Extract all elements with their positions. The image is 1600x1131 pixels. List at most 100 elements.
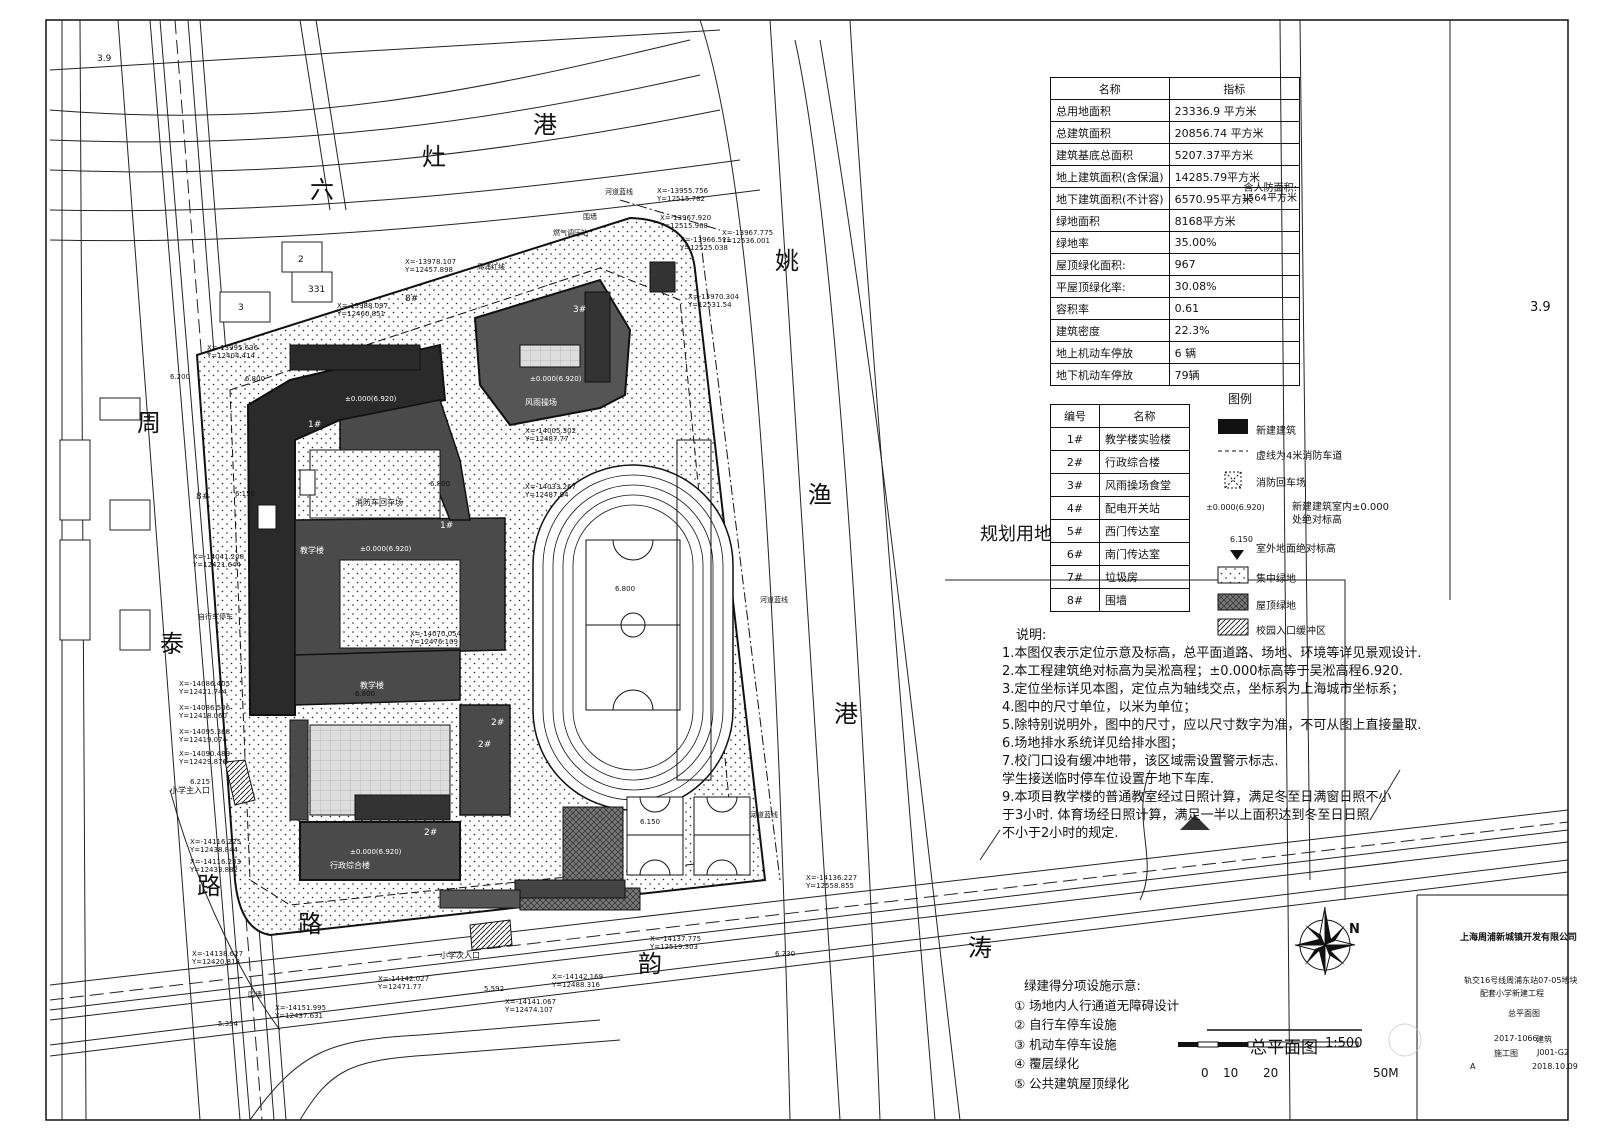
building-1-label-2: 1# bbox=[308, 420, 322, 430]
table-row: 4#配电开关站 bbox=[1050, 496, 1190, 520]
civil-defense-note: 含人防面积:1564平方米 bbox=[1242, 184, 1297, 204]
svg-text:2: 2 bbox=[298, 255, 304, 265]
civil-defense-note-line: 1564平方米 bbox=[1241, 193, 1297, 204]
table-cell: 967 bbox=[1168, 253, 1301, 276]
table-cell: 22.3% bbox=[1168, 319, 1301, 342]
table-cell: 教学楼实验楼 bbox=[1099, 427, 1190, 451]
table-row: 屋顶绿化面积:967 bbox=[1050, 253, 1301, 276]
table-cell: 建筑密度 bbox=[1050, 319, 1170, 342]
table-row: 平屋顶绿化率:30.08% bbox=[1050, 275, 1301, 298]
table-cell: 配电开关站 bbox=[1099, 496, 1190, 520]
table-cell: 6 辆 bbox=[1168, 341, 1301, 364]
road-label-zhoutai-3: 路 bbox=[197, 872, 221, 900]
title-block-discipline: 建筑 bbox=[1536, 1035, 1552, 1044]
entry-buffer-south bbox=[469, 919, 513, 951]
sheet-frame bbox=[45, 19, 1569, 1121]
table-cell-value: 6570.95平方米 bbox=[1174, 192, 1254, 206]
table-cell: 0.61 bbox=[1168, 297, 1301, 320]
civil-defense-note-line: 含人防面积: bbox=[1243, 183, 1297, 194]
title-block-project-1: 轨交16号线周浦东站07-05地块 bbox=[1464, 976, 1578, 985]
building-list-table: 编号名称 1#教学楼实验楼 2#行政综合楼 3#风雨操场食堂 4#配电开关站 5… bbox=[1050, 404, 1190, 612]
road-red-line-label: 周浦红线 bbox=[477, 263, 505, 271]
svg-text:331: 331 bbox=[308, 285, 325, 295]
level-mark-4: ±0.000(6.920) bbox=[350, 848, 402, 856]
wall-label-8b: 8# bbox=[196, 492, 210, 502]
road-label-zhoutai-1: 周 bbox=[137, 409, 161, 437]
note-line: 不小于2小时的规定. bbox=[1002, 826, 1119, 841]
coordinate-label: X=-14137.775 Y=12519.303 bbox=[650, 935, 702, 951]
table-cell: 总用地面积 bbox=[1050, 99, 1170, 122]
table-row: 2#行政综合楼 bbox=[1050, 450, 1190, 474]
legend-symbols bbox=[1217, 419, 1249, 636]
ground-level: 6.800 bbox=[615, 585, 636, 593]
table-cell: 围墙 bbox=[1099, 588, 1190, 612]
note-line: 于3小时. 体育场经日照计算，满足一半以上面积达到冬至日日照 bbox=[1002, 808, 1370, 823]
note-line: 6.场地排水系统详见给排水图； bbox=[1002, 736, 1184, 751]
table-cell: 35.00% bbox=[1168, 231, 1301, 254]
scale-bar bbox=[1178, 1029, 1362, 1048]
scale-tick-0: 0 bbox=[1201, 1066, 1209, 1080]
sports-hall-label: 风雨操场 bbox=[525, 398, 557, 407]
green-building-items: 绿建得分项设施示意: ① 场地内人行通道无障碍设计 ② 自行车停车设施 ③ 机动… bbox=[1014, 976, 1179, 1093]
table-cell: 风雨操场食堂 bbox=[1099, 473, 1190, 497]
ground-level: 6.200 bbox=[170, 373, 191, 381]
coordinate-label: X=-14138.627 Y=12420.818 bbox=[192, 950, 244, 966]
table-cell: 20856.74 平方米 bbox=[1168, 121, 1301, 144]
road-label-liuzaogang-3: 六 bbox=[310, 176, 334, 204]
planned-land-label: 规划用地 bbox=[980, 524, 1052, 545]
legend-label-central-green: 集中绿地 bbox=[1256, 574, 1296, 585]
table-cell: 6# bbox=[1050, 542, 1100, 566]
river-line-label-1: 河道蓝线 bbox=[605, 188, 633, 196]
wall-label-1: 围墙 bbox=[583, 213, 597, 221]
roof-green-area bbox=[562, 806, 624, 888]
green-title: 绿建得分项设施示意: bbox=[1024, 978, 1141, 993]
building-1-label: 1# bbox=[440, 521, 454, 531]
coordinate-label: X=-14095.368 Y=12419.074 bbox=[179, 728, 231, 744]
legend-label-outdoor-level: 室外地面绝对标高 bbox=[1256, 544, 1336, 555]
table-cell: 14285.79平方米 bbox=[1168, 165, 1301, 188]
building-2-label-b: 2# bbox=[424, 828, 438, 838]
ground-level: 5.354 bbox=[218, 1020, 239, 1028]
note-line: 3.定位坐标详见本图，定位点为轴线交点，坐标系为上海城市坐标系； bbox=[1002, 682, 1405, 697]
north-arrow bbox=[1294, 906, 1356, 976]
drawing-title: 总平面图 bbox=[1250, 1038, 1318, 1058]
building-2-admin bbox=[299, 821, 461, 881]
scale-tick-20: 20 bbox=[1263, 1066, 1279, 1080]
ground-level: 5.592 bbox=[484, 985, 505, 993]
green-item: ④ 覆层绿化 bbox=[1014, 1056, 1080, 1071]
green-item: ② 自行车停车设施 bbox=[1014, 1017, 1117, 1032]
title-block-project-no: 2017-1066 bbox=[1494, 1034, 1538, 1043]
note-line: 7.校门口设有缓冲地带，该区域需设置警示标志. bbox=[1002, 754, 1279, 769]
fire-turnaround-label: 消防车回车场 bbox=[355, 498, 403, 507]
note-line: 5.除特别说明外，图中的尺寸，应以尺寸数字为准，不可从图上直接量取. bbox=[1002, 718, 1422, 733]
bike-parking-label: 自行车停车 bbox=[198, 613, 233, 621]
note-line: 学生接送临时停车位设置于地下车库. bbox=[1002, 772, 1215, 787]
coordinate-label: X=-14151.995 Y=12437.631 bbox=[275, 1004, 327, 1020]
river-line-label-3: 河道蓝线 bbox=[750, 811, 778, 819]
coordinate-label: X=-14136.227 Y=12558.855 bbox=[806, 874, 858, 890]
title-block-code: J001-G2 bbox=[1537, 1048, 1570, 1057]
legend-label-roof-green: 屋顶绿地 bbox=[1256, 601, 1296, 612]
edge-marker-left: 3.9 bbox=[97, 54, 112, 64]
scale-tick-50m: 50M bbox=[1373, 1066, 1399, 1080]
building-2-label-a: 2# bbox=[478, 740, 492, 750]
teaching-building-label: 教学楼 bbox=[300, 546, 324, 555]
scale-tick-10: 10 bbox=[1223, 1066, 1239, 1080]
level-mark-3: ±0.000(6.920) bbox=[530, 375, 582, 383]
wall-label-8a: 8# bbox=[405, 294, 419, 304]
building-3-label: 3# bbox=[573, 305, 587, 315]
table-cell: 建筑基底总面积 bbox=[1050, 143, 1170, 166]
note-line: 9.本项目教学楼的普通教室经过日照计算，满足冬至日满窗日照不小 bbox=[1002, 790, 1392, 805]
table-cell: 30.08% bbox=[1168, 275, 1301, 298]
coordinate-label: X=-13967.920 Y=12515.968 bbox=[660, 214, 712, 230]
ground-level: 6.230 bbox=[775, 950, 796, 958]
title-block-rev: A bbox=[1470, 1062, 1476, 1071]
table-row: 3#风雨操场食堂 bbox=[1050, 473, 1190, 497]
ground-level: 6.150 bbox=[640, 818, 661, 826]
coordinate-label: X=-13966.511 Y=12525.038 bbox=[680, 236, 732, 252]
note-line: 2.本工程建筑绝对标高为吴淞高程；±0.000标高等于吴淞高程6.920. bbox=[1002, 664, 1403, 679]
